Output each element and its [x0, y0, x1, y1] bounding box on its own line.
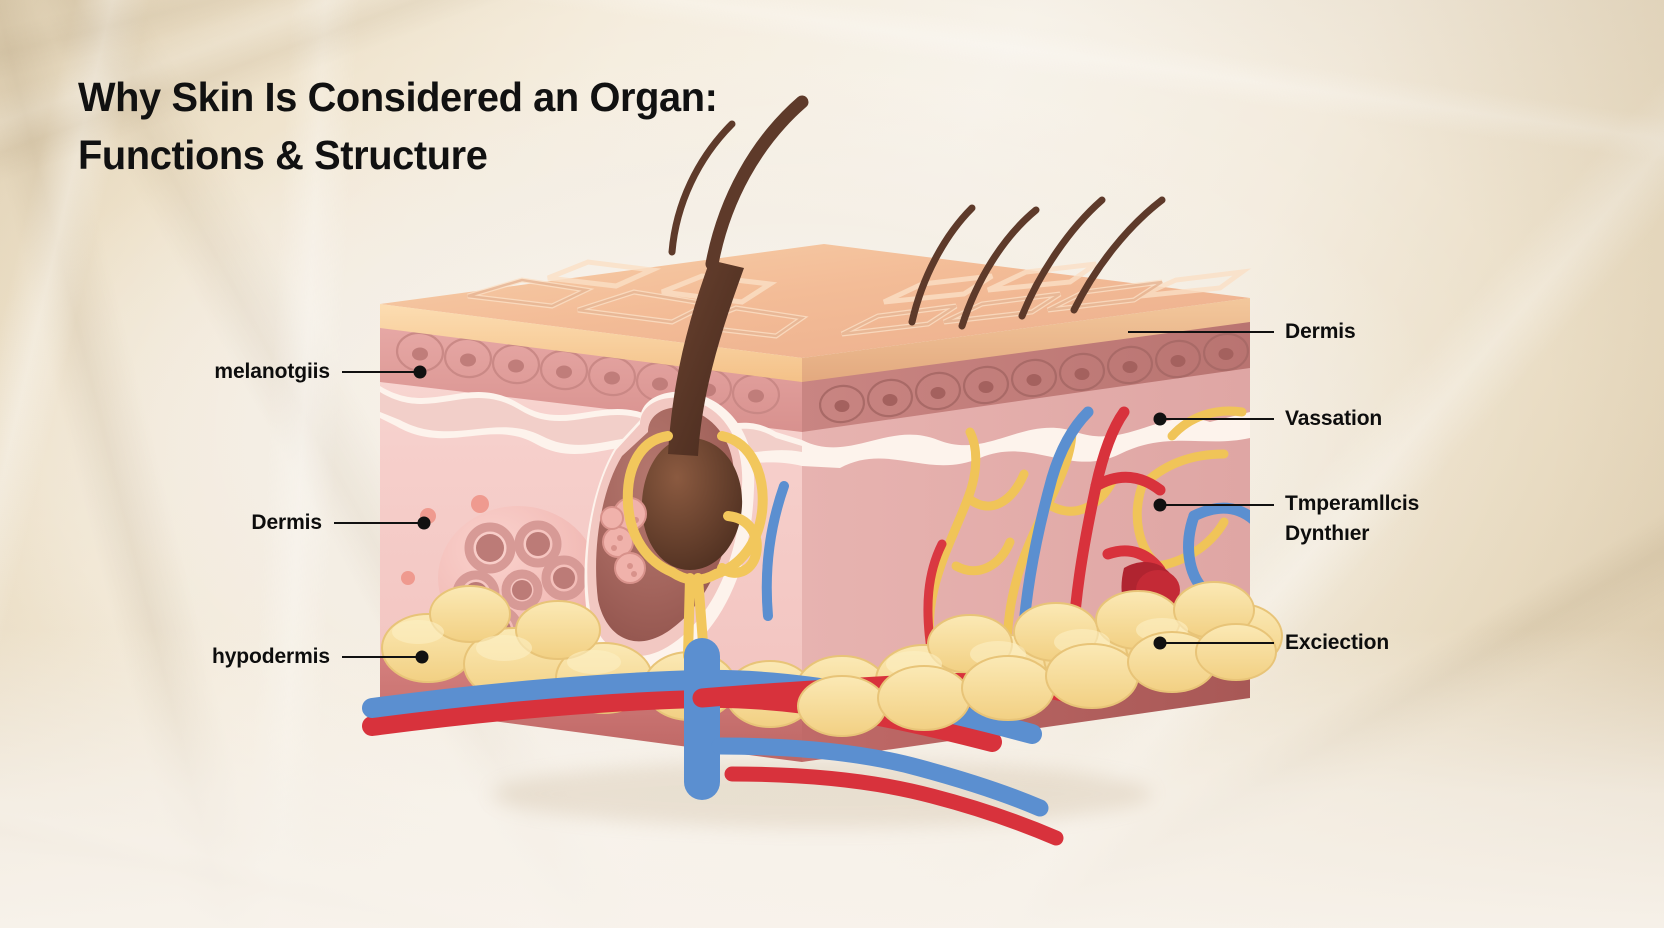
leader-dot-excretion — [1153, 636, 1167, 650]
leader-dot-dermis-left — [417, 516, 431, 530]
leader-line-vassation — [1160, 418, 1274, 420]
epidermis-top-surface — [380, 244, 1252, 358]
leader-dot-hypodermis — [415, 650, 429, 664]
label-dermis-right: Dermis — [1285, 320, 1356, 344]
label-hypodermis: hypodermis — [211, 645, 330, 669]
leader-line-temperature — [1160, 504, 1274, 506]
basal-cell-nuclei — [412, 347, 764, 403]
follicle-nerve — [622, 431, 768, 661]
hair-follicle — [642, 95, 1166, 570]
front-vessels-nerves — [761, 481, 789, 621]
basal-cell-nuclei-side — [834, 348, 1234, 412]
skin-cross-section-diagram — [362, 95, 1283, 846]
leader-line-dermis-right — [1128, 331, 1274, 333]
hypodermis-fat-lower-right — [797, 623, 1277, 737]
epidermis-side-slab — [802, 298, 1250, 382]
label-excretion: Exciection — [1285, 631, 1390, 655]
basal-cell-row-side — [818, 332, 1250, 424]
leader-line-hypodermis — [342, 656, 422, 658]
leader-line-excretion — [1160, 642, 1274, 644]
page-title: Why Skin Is Considered an Organ: Functio… — [78, 74, 718, 179]
hair-shafts — [668, 95, 1166, 330]
leader-dot-vassation — [1153, 412, 1167, 426]
leader-dot-temperature — [1153, 498, 1167, 512]
leader-line-melanocytes — [342, 371, 420, 373]
label-dermis-left: Dermis — [251, 511, 322, 535]
label-vassation: Vassation — [1285, 407, 1383, 431]
label-temperature: Tmperamllcis Dynthıer — [1285, 492, 1420, 545]
leader-line-dermis-left — [334, 522, 424, 524]
label-melanocytes: melanotgiis — [214, 360, 330, 384]
leader-dot-melanocytes — [413, 365, 427, 379]
